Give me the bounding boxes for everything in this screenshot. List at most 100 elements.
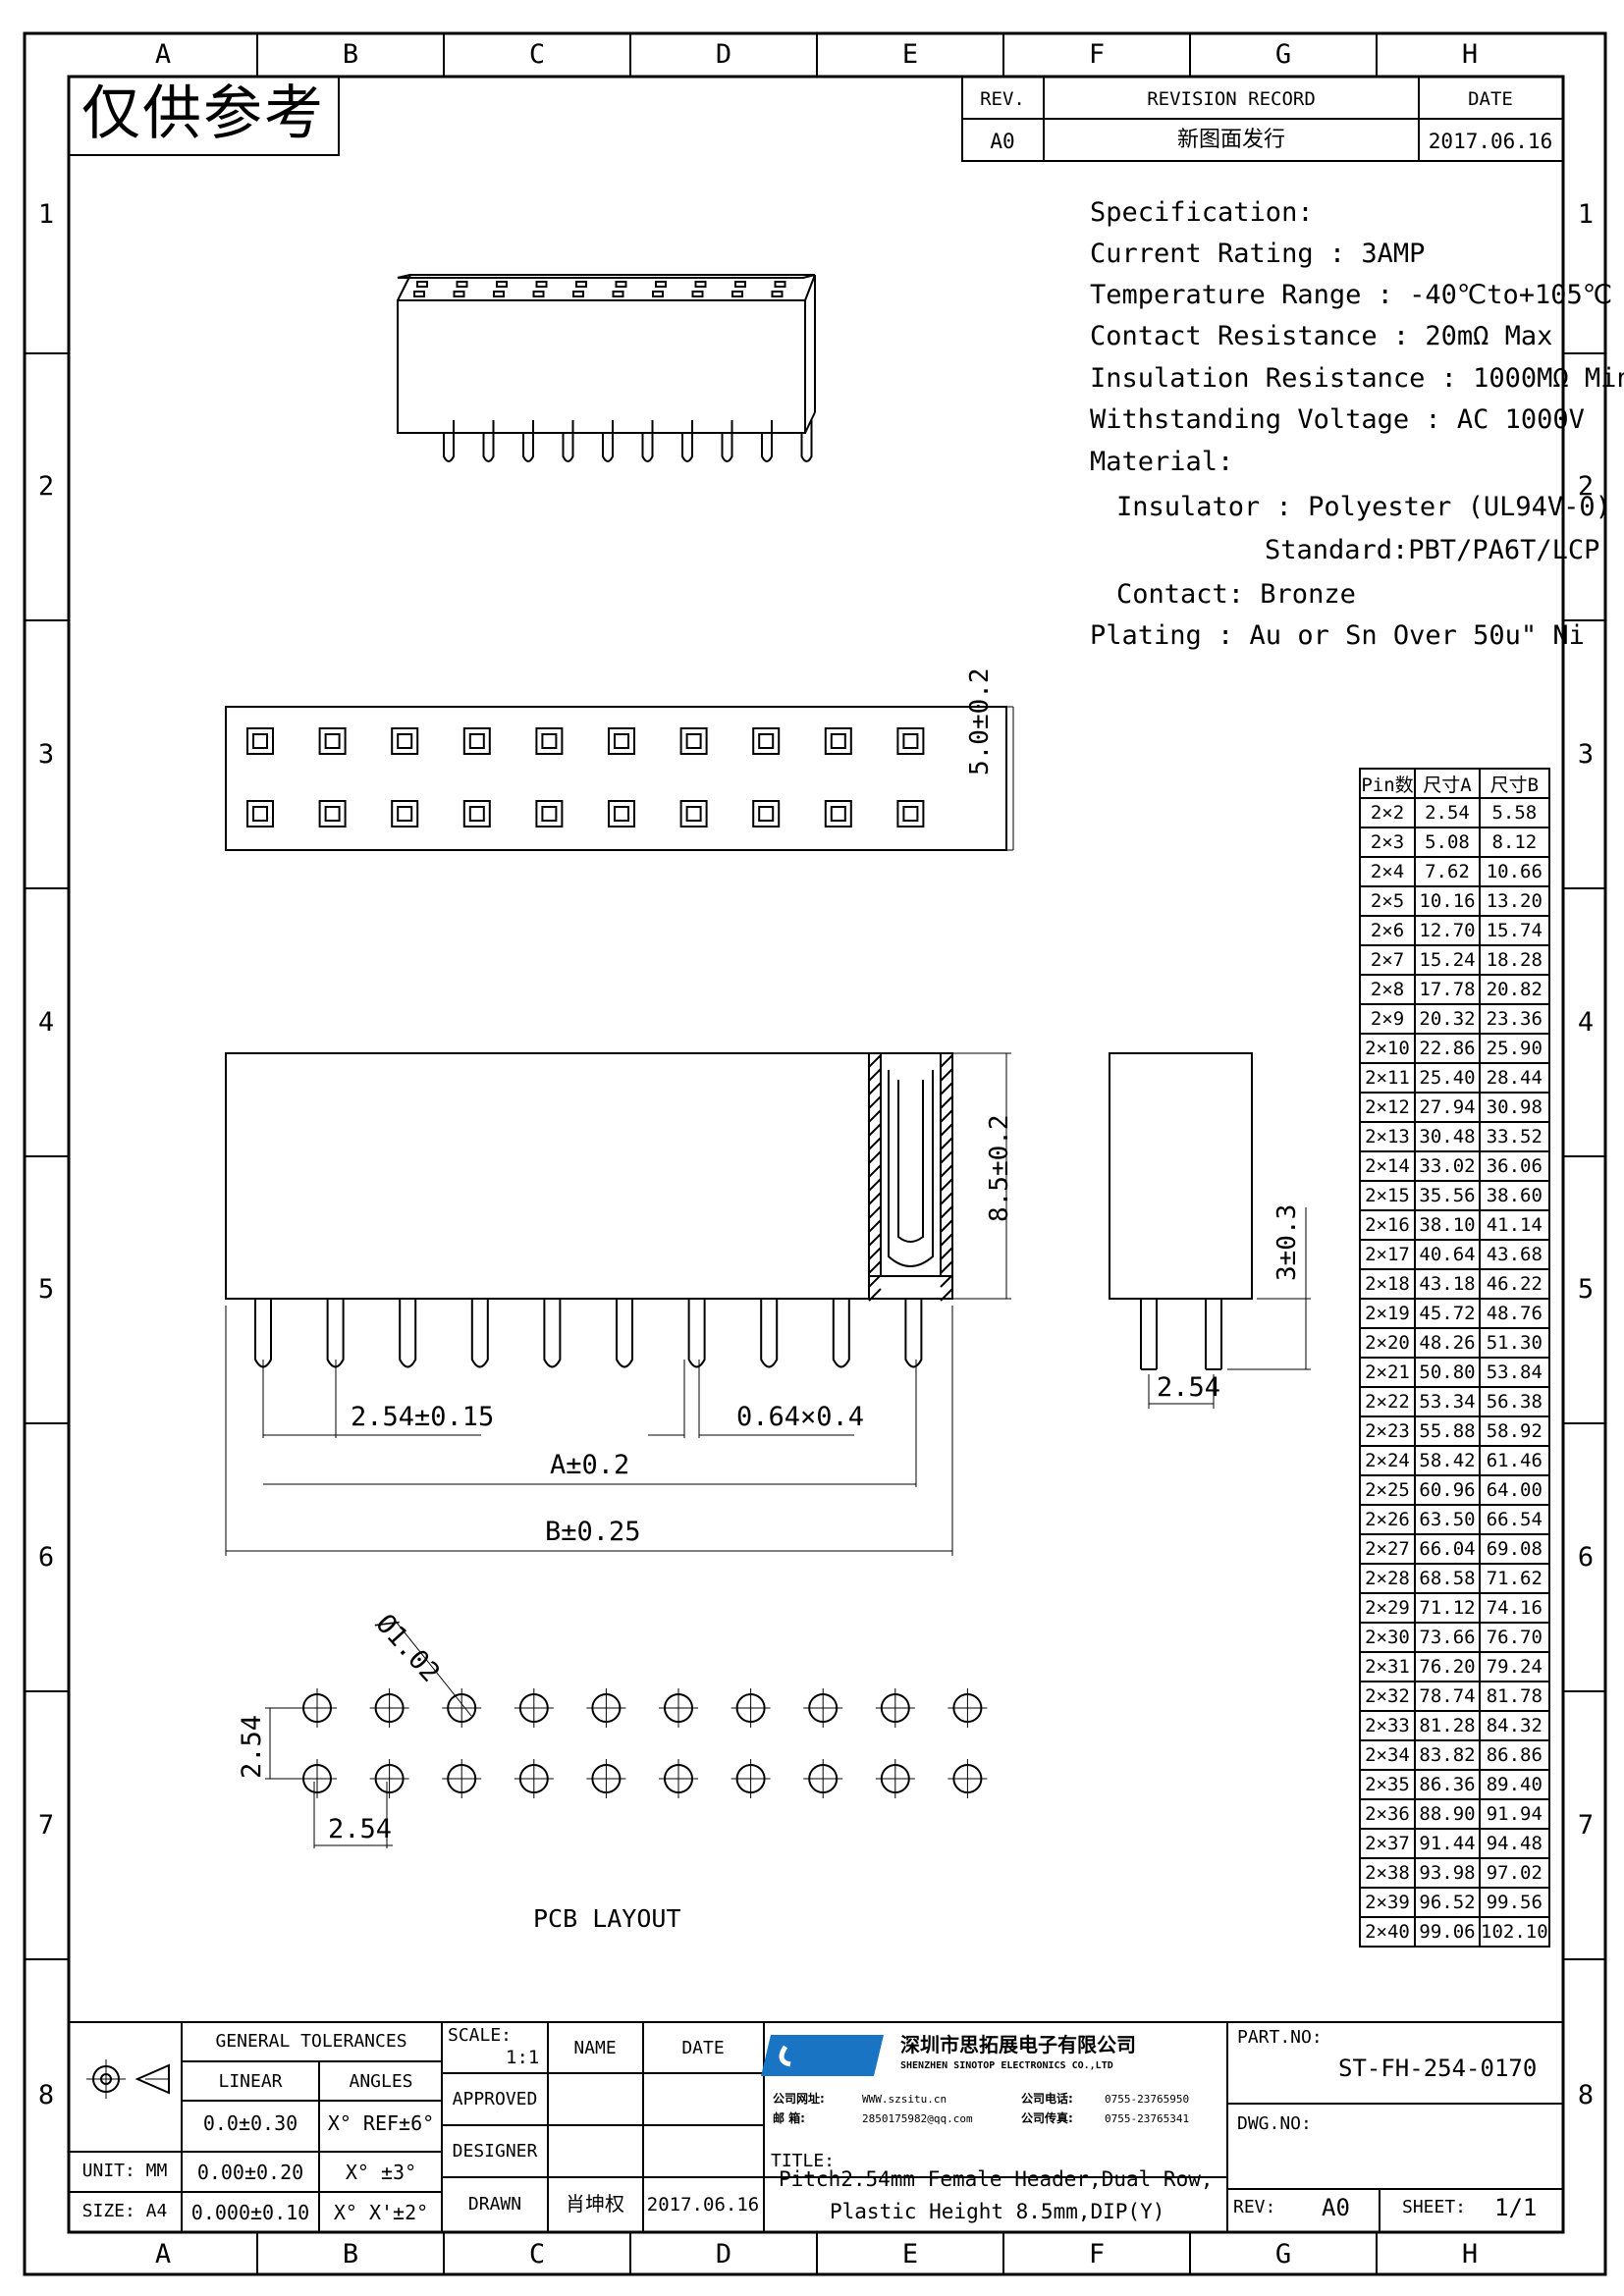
- size-table-cell: 23.36: [1479, 1003, 1550, 1035]
- contact-square: [462, 800, 491, 828]
- size-table-cell: 91.94: [1479, 1798, 1550, 1830]
- frame-row-label: 2: [37, 471, 55, 502]
- frame-column-label: A: [154, 2239, 172, 2269]
- iso-pin: [761, 433, 773, 462]
- title-line2: Plastic Height 8.5mm,DIP(Y): [830, 2200, 1165, 2223]
- size-table-cell: 2×30: [1359, 1622, 1416, 1653]
- frame-row-label: 3: [1577, 738, 1595, 770]
- tol-linear: 0.00±0.20: [196, 2161, 304, 2184]
- company-logo: [761, 2035, 884, 2076]
- contact-square: [679, 800, 708, 828]
- size-table-cell: 73.66: [1414, 1622, 1481, 1653]
- size-table-cell: 2×31: [1359, 1651, 1416, 1682]
- frame-column-label: F: [1088, 2239, 1106, 2269]
- angles-label: ANGLES: [349, 2071, 413, 2092]
- size-table-cell: 27.94: [1414, 1092, 1481, 1123]
- size-table-cell: 2.54: [1414, 797, 1481, 828]
- size-table-cell: 2×9: [1359, 1003, 1416, 1035]
- iso-hole: [731, 291, 743, 297]
- size-table-cell: 2×17: [1359, 1239, 1416, 1270]
- frame-column-label: B: [342, 39, 359, 70]
- size-table-cell: 69.08: [1479, 1533, 1550, 1565]
- iso-hole: [734, 281, 746, 288]
- frame-column-label: G: [1274, 39, 1292, 70]
- part-no-value: ST-FH-254-0170: [1338, 2055, 1538, 2082]
- size-table-cell: 99.56: [1479, 1887, 1550, 1918]
- contact-square: [318, 800, 347, 828]
- fax-label: 公司传真:: [1021, 2111, 1073, 2125]
- iso-hole: [694, 281, 707, 288]
- iso-hole: [691, 291, 704, 297]
- contact-square: [246, 727, 274, 755]
- frame-column-label: A: [154, 39, 172, 70]
- pcb-layout-label: PCB LAYOUT: [533, 1904, 681, 1933]
- size-table-cell: 76.20: [1414, 1651, 1481, 1682]
- size-table-cell: 66.54: [1479, 1504, 1550, 1535]
- size-table-cell: 2×4: [1359, 856, 1416, 887]
- size-table-cell: 48.76: [1479, 1298, 1550, 1329]
- spec-contact: Contact: Bronze: [1116, 579, 1356, 610]
- size-table-cell: 41.14: [1479, 1209, 1550, 1241]
- approved-label: APPROVED: [452, 2089, 538, 2109]
- size-table-cell: 2×13: [1359, 1121, 1416, 1152]
- spec-line: Insulation Resistance : 1000MΩ Min: [1090, 363, 1624, 394]
- frame-row-label: 5: [37, 1274, 55, 1305]
- spec-insulator: Insulator : Polyester (UL94V-0): [1116, 492, 1611, 522]
- size-table-cell: 89.40: [1479, 1769, 1550, 1800]
- revision-date-value: 2017.06.16: [1428, 130, 1553, 153]
- size-table-cell: 2×28: [1359, 1563, 1416, 1594]
- frame-column-label: H: [1461, 39, 1479, 70]
- size-table-cell: 2×20: [1359, 1327, 1416, 1359]
- dwg-no-label: DWG.NO:: [1237, 2113, 1312, 2134]
- frame-row-label: 2: [1577, 471, 1595, 502]
- iso-hole: [615, 281, 627, 288]
- size-table-cell: 2×11: [1359, 1062, 1416, 1094]
- sheet-value: 1/1: [1494, 2194, 1538, 2221]
- iso-pin: [443, 433, 455, 462]
- iso-hole: [771, 291, 784, 297]
- revision-date-header: DATE: [1468, 88, 1513, 110]
- size-table-cell: 2×24: [1359, 1445, 1416, 1476]
- linear-label: LINEAR: [218, 2071, 283, 2092]
- size-table-header: 尺寸B: [1479, 768, 1550, 799]
- front-pin: [832, 1299, 850, 1368]
- frame-row-label: 7: [1577, 1809, 1595, 1841]
- iso-hole: [532, 291, 545, 297]
- iso-hole: [493, 291, 505, 297]
- dim-top-height: 5.0±0.2: [965, 667, 995, 775]
- size-table-cell: 35.56: [1414, 1180, 1481, 1211]
- frame-row-label: 3: [37, 738, 55, 770]
- tol-angle: X° ±3°: [345, 2161, 417, 2184]
- contact-square: [608, 800, 635, 828]
- frame-column-label: H: [1461, 2239, 1479, 2269]
- frame-column-label: B: [342, 2239, 359, 2269]
- contact-square: [752, 800, 781, 828]
- size-table-cell: 15.74: [1479, 915, 1550, 946]
- dim-height: 8.5±0.2: [985, 1114, 1014, 1222]
- frame-row-label: 8: [37, 2080, 55, 2110]
- general-tolerances-label: GENERAL TOLERANCES: [215, 2031, 407, 2052]
- size-table-cell: 96.52: [1414, 1887, 1481, 1918]
- size-table-cell: 55.88: [1414, 1415, 1481, 1447]
- unit-label: UNIT: MM: [81, 2161, 168, 2181]
- size-table-cell: 30.48: [1414, 1121, 1481, 1152]
- iso-hole: [413, 291, 425, 297]
- tol-angle: X° REF±6°: [327, 2111, 435, 2135]
- size-table-cell: 2×25: [1359, 1474, 1416, 1506]
